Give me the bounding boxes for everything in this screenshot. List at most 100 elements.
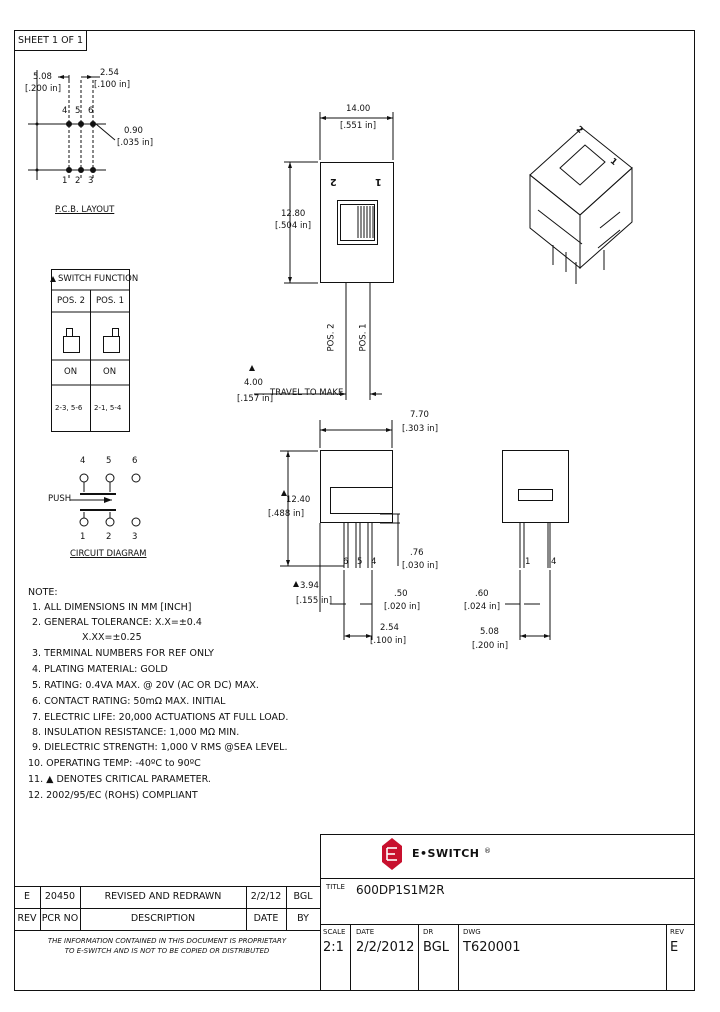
top-mark-2: 2 <box>330 176 337 187</box>
dr-label: DR <box>423 928 434 936</box>
date-value: 2/2/2012 <box>356 940 415 955</box>
circuit-pin-3: 3 <box>132 532 138 542</box>
note-11: 11. ▲ DENOTES CRITICAL PARAMETER. <box>28 774 211 785</box>
rev-row-rev: E <box>23 891 30 902</box>
sheet-tab <box>14 30 87 51</box>
side-pin-5: 5 <box>357 557 363 567</box>
note-4: 4. PLATING MATERIAL: GOLD <box>32 664 168 675</box>
note-9: 9. DIELECTRIC STRENGTH: 1,000 V RMS @SEA… <box>32 742 288 753</box>
side-pin-width-in: [.020 in] <box>384 602 421 612</box>
pcb-dim-a-in: [.200 in] <box>25 84 62 94</box>
pcb-dim-c-in: [.035 in] <box>117 138 154 148</box>
sf-conn-pos1: 2-1, 5-4 <box>94 404 122 412</box>
part-number: 600DP1S1M2R <box>356 883 445 897</box>
sheet-number: SHEET 1 OF 1 <box>18 35 84 46</box>
push-label: PUSH <box>48 494 72 504</box>
side-standoff-in: [.155 in] <box>296 596 333 606</box>
pcb-pin-3: 3 <box>88 176 94 186</box>
note-3: 3. TERMINAL NUMBERS FOR REF ONLY <box>32 648 214 659</box>
proprietary-notice-1: THE INFORMATION CONTAINED IN THIS DOCUME… <box>47 937 287 945</box>
end-pin-width: .60 <box>475 589 489 599</box>
top-height-in: [.504 in] <box>275 221 312 231</box>
circuit-pin-5: 5 <box>106 456 112 466</box>
rev-header-description: DESCRIPTION <box>130 913 196 924</box>
pcb-pin-4: 4 <box>62 106 68 116</box>
side-standoff: 3.94 <box>300 581 319 591</box>
dwg-value: T620001 <box>463 940 521 955</box>
note-6: 6. CONTACT RATING: 50mΩ MAX. INITIAL <box>32 696 226 707</box>
side-pitch-in: [.100 in] <box>370 636 407 646</box>
side-pin-6: 6 <box>343 557 349 567</box>
pos2-label: POS. 2 <box>326 323 337 352</box>
pos1-label: POS. 1 <box>358 323 369 352</box>
pcb-pin-1: 1 <box>62 176 68 186</box>
rev-header-rev: REV <box>17 913 37 924</box>
switch-function-title: SWITCH FUNCTION <box>58 274 139 284</box>
rev-value: E <box>670 940 679 955</box>
side-height-in: [.488 in] <box>268 509 305 519</box>
travel-dim-in: [.157 in] <box>237 394 274 404</box>
end-pin-1: 1 <box>525 557 531 567</box>
sf-state-pos1: ON <box>103 367 117 377</box>
rev-header-by: BY <box>297 913 309 924</box>
side-pin-len: .76 <box>410 548 424 558</box>
scale-value: 2:1 <box>323 940 344 955</box>
dwg-label: DWG <box>463 928 481 936</box>
sheet-border <box>14 30 695 991</box>
note-12: 12. 2002/95/EC (ROHS) COMPLIANT <box>28 790 198 801</box>
top-height: 12.80 <box>281 209 306 219</box>
pcb-pin-2: 2 <box>75 176 81 186</box>
sf-header-pos1: POS. 1 <box>96 296 125 306</box>
scale-label: SCALE <box>323 928 346 936</box>
pcb-dim-b: 2.54 <box>100 68 119 78</box>
side-height: 12.40 <box>286 495 311 505</box>
circuit-diagram-label: CIRCUIT DIAGRAM <box>70 549 147 559</box>
pcb-pin-5: 5 <box>75 106 81 116</box>
top-view-body <box>320 162 394 283</box>
iso-top-face <box>529 127 633 216</box>
rev-row-by: BGL <box>293 891 313 902</box>
rev-header-pcr: PCR NO <box>41 913 79 924</box>
circuit-pin-1: 1 <box>80 532 86 542</box>
dr-value: BGL <box>423 940 450 955</box>
top-width-in: [.551 in] <box>340 121 377 131</box>
rev-row-date: 2/2/12 <box>250 891 282 902</box>
side-depth-in: [.303 in] <box>402 424 439 434</box>
sf-state-pos2: ON <box>64 367 78 377</box>
pcb-layout-label: P.C.B. LAYOUT <box>55 205 115 215</box>
company-logo: E•SWITCH <box>412 847 480 860</box>
note-8: 8. INSULATION RESISTANCE: 1,000 MΩ MIN. <box>32 727 240 738</box>
sf-header-pos2: POS. 2 <box>57 296 86 306</box>
note-10: 10. OPERATING TEMP: -40ºC to 90ºC <box>28 758 201 769</box>
side-pin-len-in: [.030 in] <box>402 561 439 571</box>
side-pin-width: .50 <box>394 589 408 599</box>
sf-conn-pos2: 2-3, 5-6 <box>55 404 83 412</box>
pcb-pin-6: 6 <box>88 106 94 116</box>
end-pin-4: 4 <box>551 557 557 567</box>
pcb-dim-c: 0.90 <box>124 126 143 136</box>
travel-label: TRAVEL TO MAKE <box>270 388 344 398</box>
end-span: 5.08 <box>480 627 499 637</box>
pcb-dim-b-in: [.100 in] <box>94 80 131 90</box>
proprietary-notice-2: TO E-SWITCH AND IS NOT TO BE COPIED OR D… <box>64 947 270 955</box>
note-2b: X.XX=±0.25 <box>82 632 142 643</box>
circuit-pin-2: 2 <box>106 532 112 542</box>
notes-title: NOTE: <box>28 587 58 598</box>
travel-dim: 4.00 <box>244 378 263 388</box>
end-view-body <box>502 450 569 523</box>
top-mark-1: 1 <box>375 176 382 187</box>
end-pin-width-in: [.024 in] <box>464 602 501 612</box>
note-5: 5. RATING: 0.4VA MAX. @ 20V (AC OR DC) M… <box>32 680 259 691</box>
title-label: TITLE <box>326 883 345 891</box>
top-width: 14.00 <box>346 104 371 114</box>
rev-label: REV <box>670 928 685 936</box>
date-label: DATE <box>356 928 375 936</box>
pcb-dim-a: 5.08 <box>33 72 52 82</box>
company-logo-reg: ® <box>484 847 491 855</box>
side-pin-4: 4 <box>371 557 377 567</box>
rev-row-pcr: 20450 <box>44 891 76 902</box>
note-7: 7. ELECTRIC LIFE: 20,000 ACTUATIONS AT F… <box>32 712 289 723</box>
note-2: 2. GENERAL TOLERANCE: X.X=±0.4 <box>32 617 202 628</box>
rev-header-date: DATE <box>253 913 279 924</box>
